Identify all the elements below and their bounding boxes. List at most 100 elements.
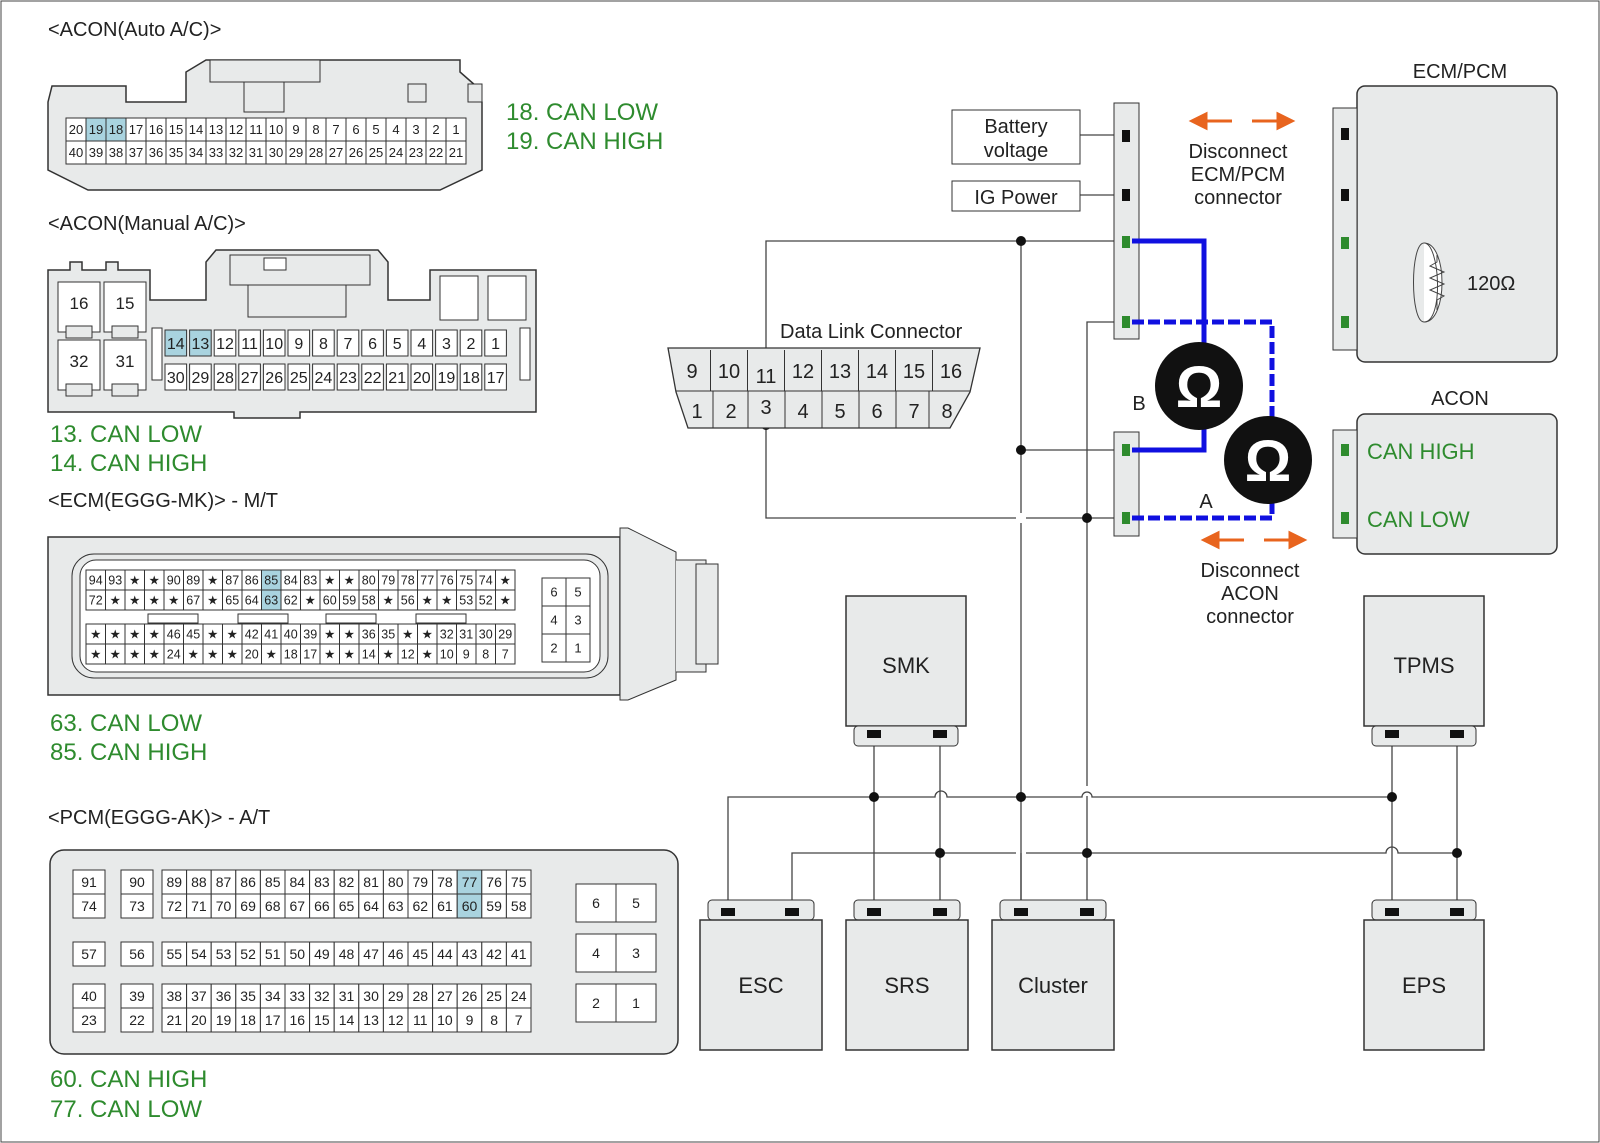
pcm-pin: 35 <box>240 988 256 1004</box>
pcm-pin: 53 <box>216 946 232 962</box>
ecm-pin: 17 <box>303 648 317 662</box>
ecm-pin: ★ <box>324 628 335 642</box>
ecm-pin: ★ <box>344 574 355 588</box>
acon-auto-pin: 4 <box>392 122 399 137</box>
ecm-pin: 14 <box>362 648 376 662</box>
acon-auto-pin: 19 <box>89 122 103 137</box>
ecm-pin: ★ <box>188 648 199 662</box>
pcm-pin: 65 <box>339 898 355 914</box>
pcm-pin: 42 <box>486 946 502 962</box>
acon-manual-pin: 12 <box>216 336 234 353</box>
dlc-pin: 14 <box>866 361 888 383</box>
acon-module <box>1332 413 1558 555</box>
pcm-pin: 67 <box>290 898 306 914</box>
ecm-pin: ★ <box>227 648 238 662</box>
ecm-pin: 76 <box>440 574 454 588</box>
ecm-pin: 86 <box>245 574 259 588</box>
acon-auto-pin: 10 <box>269 122 283 137</box>
dlc-pin: 9 <box>686 361 697 383</box>
ohmmeter-b: Ω <box>1155 342 1243 430</box>
dlc-pin: 2 <box>725 401 736 423</box>
ecm-pin: ★ <box>500 574 511 588</box>
ecm-pin: 24 <box>167 648 181 662</box>
acon-manual-pin: 10 <box>265 336 283 353</box>
acon-manual-pin: 22 <box>364 370 382 387</box>
esc-label: ESC <box>738 973 783 998</box>
acon-auto-pin: 13 <box>209 122 223 137</box>
acon-auto-pin: 14 <box>189 122 203 137</box>
ecm-pin: 30 <box>479 628 493 642</box>
acon-auto-pin: 33 <box>209 145 223 160</box>
acon-manual-pin: 27 <box>241 370 259 387</box>
acon-auto-pin: 35 <box>169 145 183 160</box>
acon-manual-pin: 5 <box>393 336 402 353</box>
pcm-pin: 30 <box>363 988 379 1004</box>
acon-auto-pin: 18 <box>109 122 123 137</box>
acon-auto-pin: 39 <box>89 145 103 160</box>
pcm-pin: 44 <box>437 946 453 962</box>
pcm-pin: 78 <box>437 874 453 890</box>
ecm-pin: ★ <box>149 594 160 608</box>
ecm-pin: 75 <box>459 574 473 588</box>
pcm-pin: 29 <box>388 988 404 1004</box>
acon-manual-pin: 17 <box>487 370 505 387</box>
ecm-pin: 72 <box>89 594 103 608</box>
acon-manual-pin: 13 <box>192 336 210 353</box>
acon-can-low: CAN LOW <box>1367 507 1470 532</box>
battery-voltage-label-2: voltage <box>984 140 1049 162</box>
dlc-pin: 8 <box>941 401 952 423</box>
acon-manual-pin: 9 <box>294 336 303 353</box>
ecm-pin: 10 <box>440 648 454 662</box>
ecm-pin: 59 <box>342 594 356 608</box>
pcm-pin: 68 <box>265 898 281 914</box>
dlc-pin: 11 <box>756 366 777 388</box>
pcm-pin: 33 <box>290 988 306 1004</box>
acon-manual-pin: 4 <box>417 336 426 353</box>
pcm-side-pin: 6 <box>592 895 600 911</box>
ecm-pin: ★ <box>383 594 394 608</box>
ecm-pin: ★ <box>129 594 140 608</box>
pcm-pin: 70 <box>216 898 232 914</box>
ecm-side-pin: 3 <box>574 613 581 628</box>
pcm-pin: 90 <box>129 874 145 890</box>
acon-auto-pin: 38 <box>109 145 123 160</box>
pcm-pin: 84 <box>290 874 306 890</box>
battery-voltage-label-1: Battery <box>984 116 1047 138</box>
ecm-pin: ★ <box>500 594 511 608</box>
pcm-pin: 87 <box>216 874 232 890</box>
pcm-pin: 61 <box>437 898 453 914</box>
pcm-side-pin: 4 <box>592 945 600 961</box>
acon-auto-pin: 25 <box>369 145 383 160</box>
ecm-pin: 74 <box>479 574 493 588</box>
acon-auto-pin: 9 <box>292 122 299 137</box>
acon-title: ACON <box>1431 388 1489 410</box>
dlc-pin: 7 <box>908 401 919 423</box>
pcm-pin: 52 <box>240 946 256 962</box>
pcm-side-pin: 2 <box>592 995 600 1011</box>
pcm-pin: 41 <box>511 946 527 962</box>
pcm-pin: 17 <box>265 1012 281 1028</box>
acon-manual-pin: 31 <box>116 352 135 371</box>
ecm-pin: 64 <box>245 594 259 608</box>
dlc-pin: 10 <box>718 361 740 383</box>
ecm-pin: ★ <box>227 628 238 642</box>
disconnect-ecm-arrows <box>1188 111 1296 131</box>
pcm-pin: 72 <box>167 898 183 914</box>
ecm-pin: 52 <box>479 594 493 608</box>
ecm-pin: ★ <box>90 648 101 662</box>
ig-power-box <box>951 180 1081 212</box>
pcm-pin: 69 <box>240 898 256 914</box>
smk-module <box>845 595 967 727</box>
pcm-pin: 46 <box>388 946 404 962</box>
ecm-pin: ★ <box>422 648 433 662</box>
resistor-label: 120Ω <box>1467 273 1515 295</box>
pcm-pin: 39 <box>129 988 145 1004</box>
label-a: A <box>1199 491 1213 513</box>
ecm-pin: 35 <box>381 628 395 642</box>
ecm-pin: ★ <box>110 594 121 608</box>
acon-manual-pin: 15 <box>116 294 135 313</box>
